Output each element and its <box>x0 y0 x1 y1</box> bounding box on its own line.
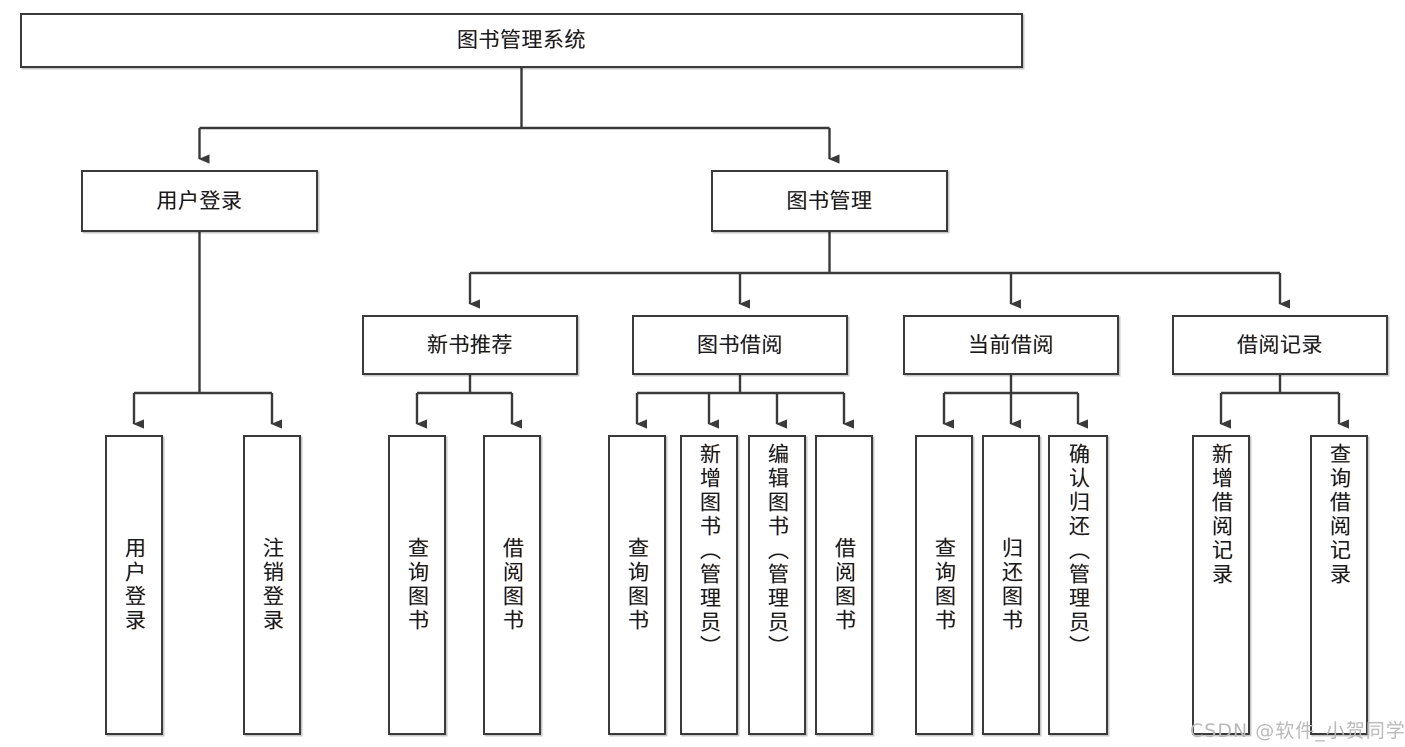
node-leaf-borrow-book-1[interactable]: 借阅图书 <box>483 435 541 735</box>
node-current-borrow[interactable]: 当前借阅 <box>903 315 1119 375</box>
node-leaf-query-record[interactable]: 查询借阅记录 <box>1310 435 1368 735</box>
node-label-borrow-record: 借阅记录 <box>1237 332 1323 357</box>
node-leaf-add-record[interactable]: 新增借阅记录 <box>1192 435 1250 735</box>
node-label-leaf-query-book-3: 查询图书 <box>932 537 957 633</box>
node-label-leaf-add-book: 新增图书（管理员） <box>697 443 722 659</box>
node-leaf-user-login[interactable]: 用户登录 <box>105 435 163 735</box>
node-label-book-borrow: 图书借阅 <box>697 332 783 357</box>
node-label-current-borrow: 当前借阅 <box>968 332 1054 357</box>
node-book-borrow[interactable]: 图书借阅 <box>632 315 848 375</box>
node-user-login[interactable]: 用户登录 <box>81 170 318 232</box>
node-leaf-borrow-book-2[interactable]: 借阅图书 <box>815 435 873 735</box>
node-borrow-record[interactable]: 借阅记录 <box>1172 315 1388 375</box>
node-leaf-query-book-3[interactable]: 查询图书 <box>915 435 973 735</box>
node-label-leaf-borrow-book-2: 借阅图书 <box>832 537 857 633</box>
node-label-leaf-add-record: 新增借阅记录 <box>1209 443 1234 587</box>
node-label-leaf-borrow-book-1: 借阅图书 <box>500 537 525 633</box>
node-label-leaf-query-book-2: 查询图书 <box>625 537 650 633</box>
node-leaf-confirm-return[interactable]: 确认归还（管理员） <box>1048 435 1108 735</box>
node-label-leaf-confirm-return: 确认归还（管理员） <box>1066 443 1091 659</box>
node-label-leaf-query-record: 查询借阅记录 <box>1327 443 1352 587</box>
node-leaf-return-book[interactable]: 归还图书 <box>982 435 1040 735</box>
node-leaf-query-book-1[interactable]: 查询图书 <box>388 435 446 735</box>
node-label-leaf-user-logout: 注销登录 <box>260 537 285 633</box>
node-label-leaf-edit-book: 编辑图书（管理员） <box>765 443 790 659</box>
node-label-book-manage: 图书管理 <box>786 188 873 213</box>
node-new-book-rec[interactable]: 新书推荐 <box>362 315 578 375</box>
node-book-manage[interactable]: 图书管理 <box>711 170 948 232</box>
node-label-leaf-return-book: 归还图书 <box>999 537 1024 633</box>
node-label-leaf-query-book-1: 查询图书 <box>405 537 430 633</box>
node-leaf-user-logout[interactable]: 注销登录 <box>243 435 301 735</box>
node-leaf-edit-book[interactable]: 编辑图书（管理员） <box>748 435 806 735</box>
node-label-user-login: 用户登录 <box>156 188 243 213</box>
node-label-root: 图书管理系统 <box>457 28 586 53</box>
node-label-new-book-rec: 新书推荐 <box>427 332 513 357</box>
csdn-watermark: CSDN @软件_小贺同学 <box>1190 720 1405 742</box>
node-leaf-query-book-2[interactable]: 查询图书 <box>608 435 666 735</box>
node-root[interactable]: 图书管理系统 <box>20 13 1023 68</box>
node-label-leaf-user-login: 用户登录 <box>122 537 147 633</box>
node-leaf-add-book[interactable]: 新增图书（管理员） <box>680 435 738 735</box>
